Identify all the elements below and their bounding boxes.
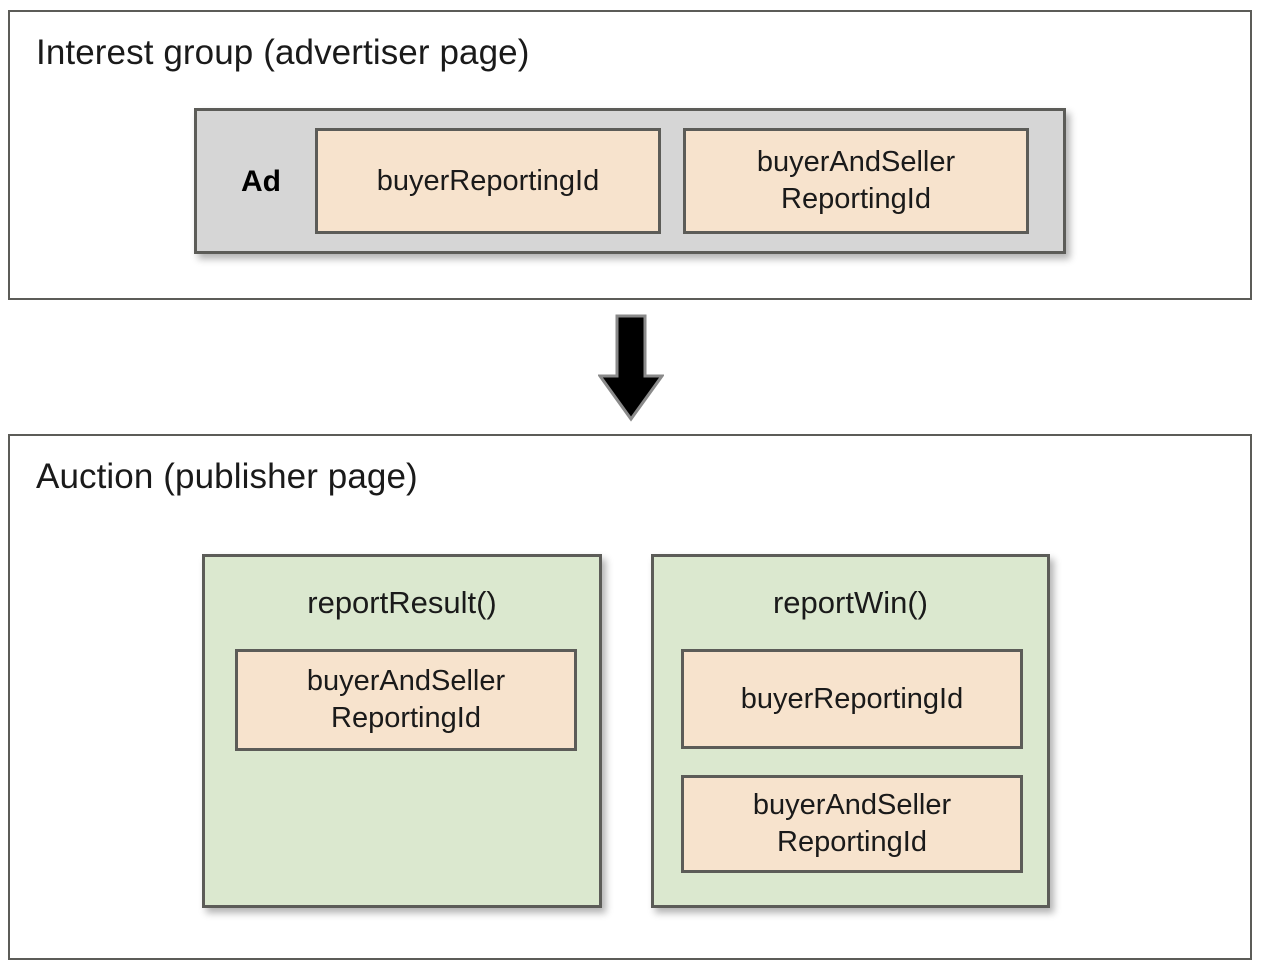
chip-buyer-reporting-id-ad: buyerReportingId xyxy=(315,128,661,234)
function-name-report-win: reportWin() xyxy=(772,585,928,620)
chip-buyer-and-seller-reporting-id-ad: buyerAndSeller ReportingId xyxy=(683,128,1029,234)
chip-buyer-and-seller-reporting-id-report-result: buyerAndSeller ReportingId xyxy=(235,649,577,751)
function-box-report-result: reportResult() buyerAndSeller ReportingI… xyxy=(202,554,602,908)
auction-title: Auction (publisher page) xyxy=(36,457,418,496)
interest-group-title: Interest group (advertiser page) xyxy=(36,33,530,72)
ad-label: Ad xyxy=(241,165,281,198)
function-box-report-win: reportWin() buyerReportingId buyerAndSel… xyxy=(651,554,1050,908)
function-name-report-result: reportResult() xyxy=(307,585,497,620)
auction-section: Auction (publisher page) xyxy=(8,434,1252,960)
arrow-down-icon xyxy=(597,314,665,422)
chip-buyer-reporting-id-report-win: buyerReportingId xyxy=(681,649,1023,749)
chip-buyer-and-seller-reporting-id-report-win: buyerAndSeller ReportingId xyxy=(681,775,1023,873)
